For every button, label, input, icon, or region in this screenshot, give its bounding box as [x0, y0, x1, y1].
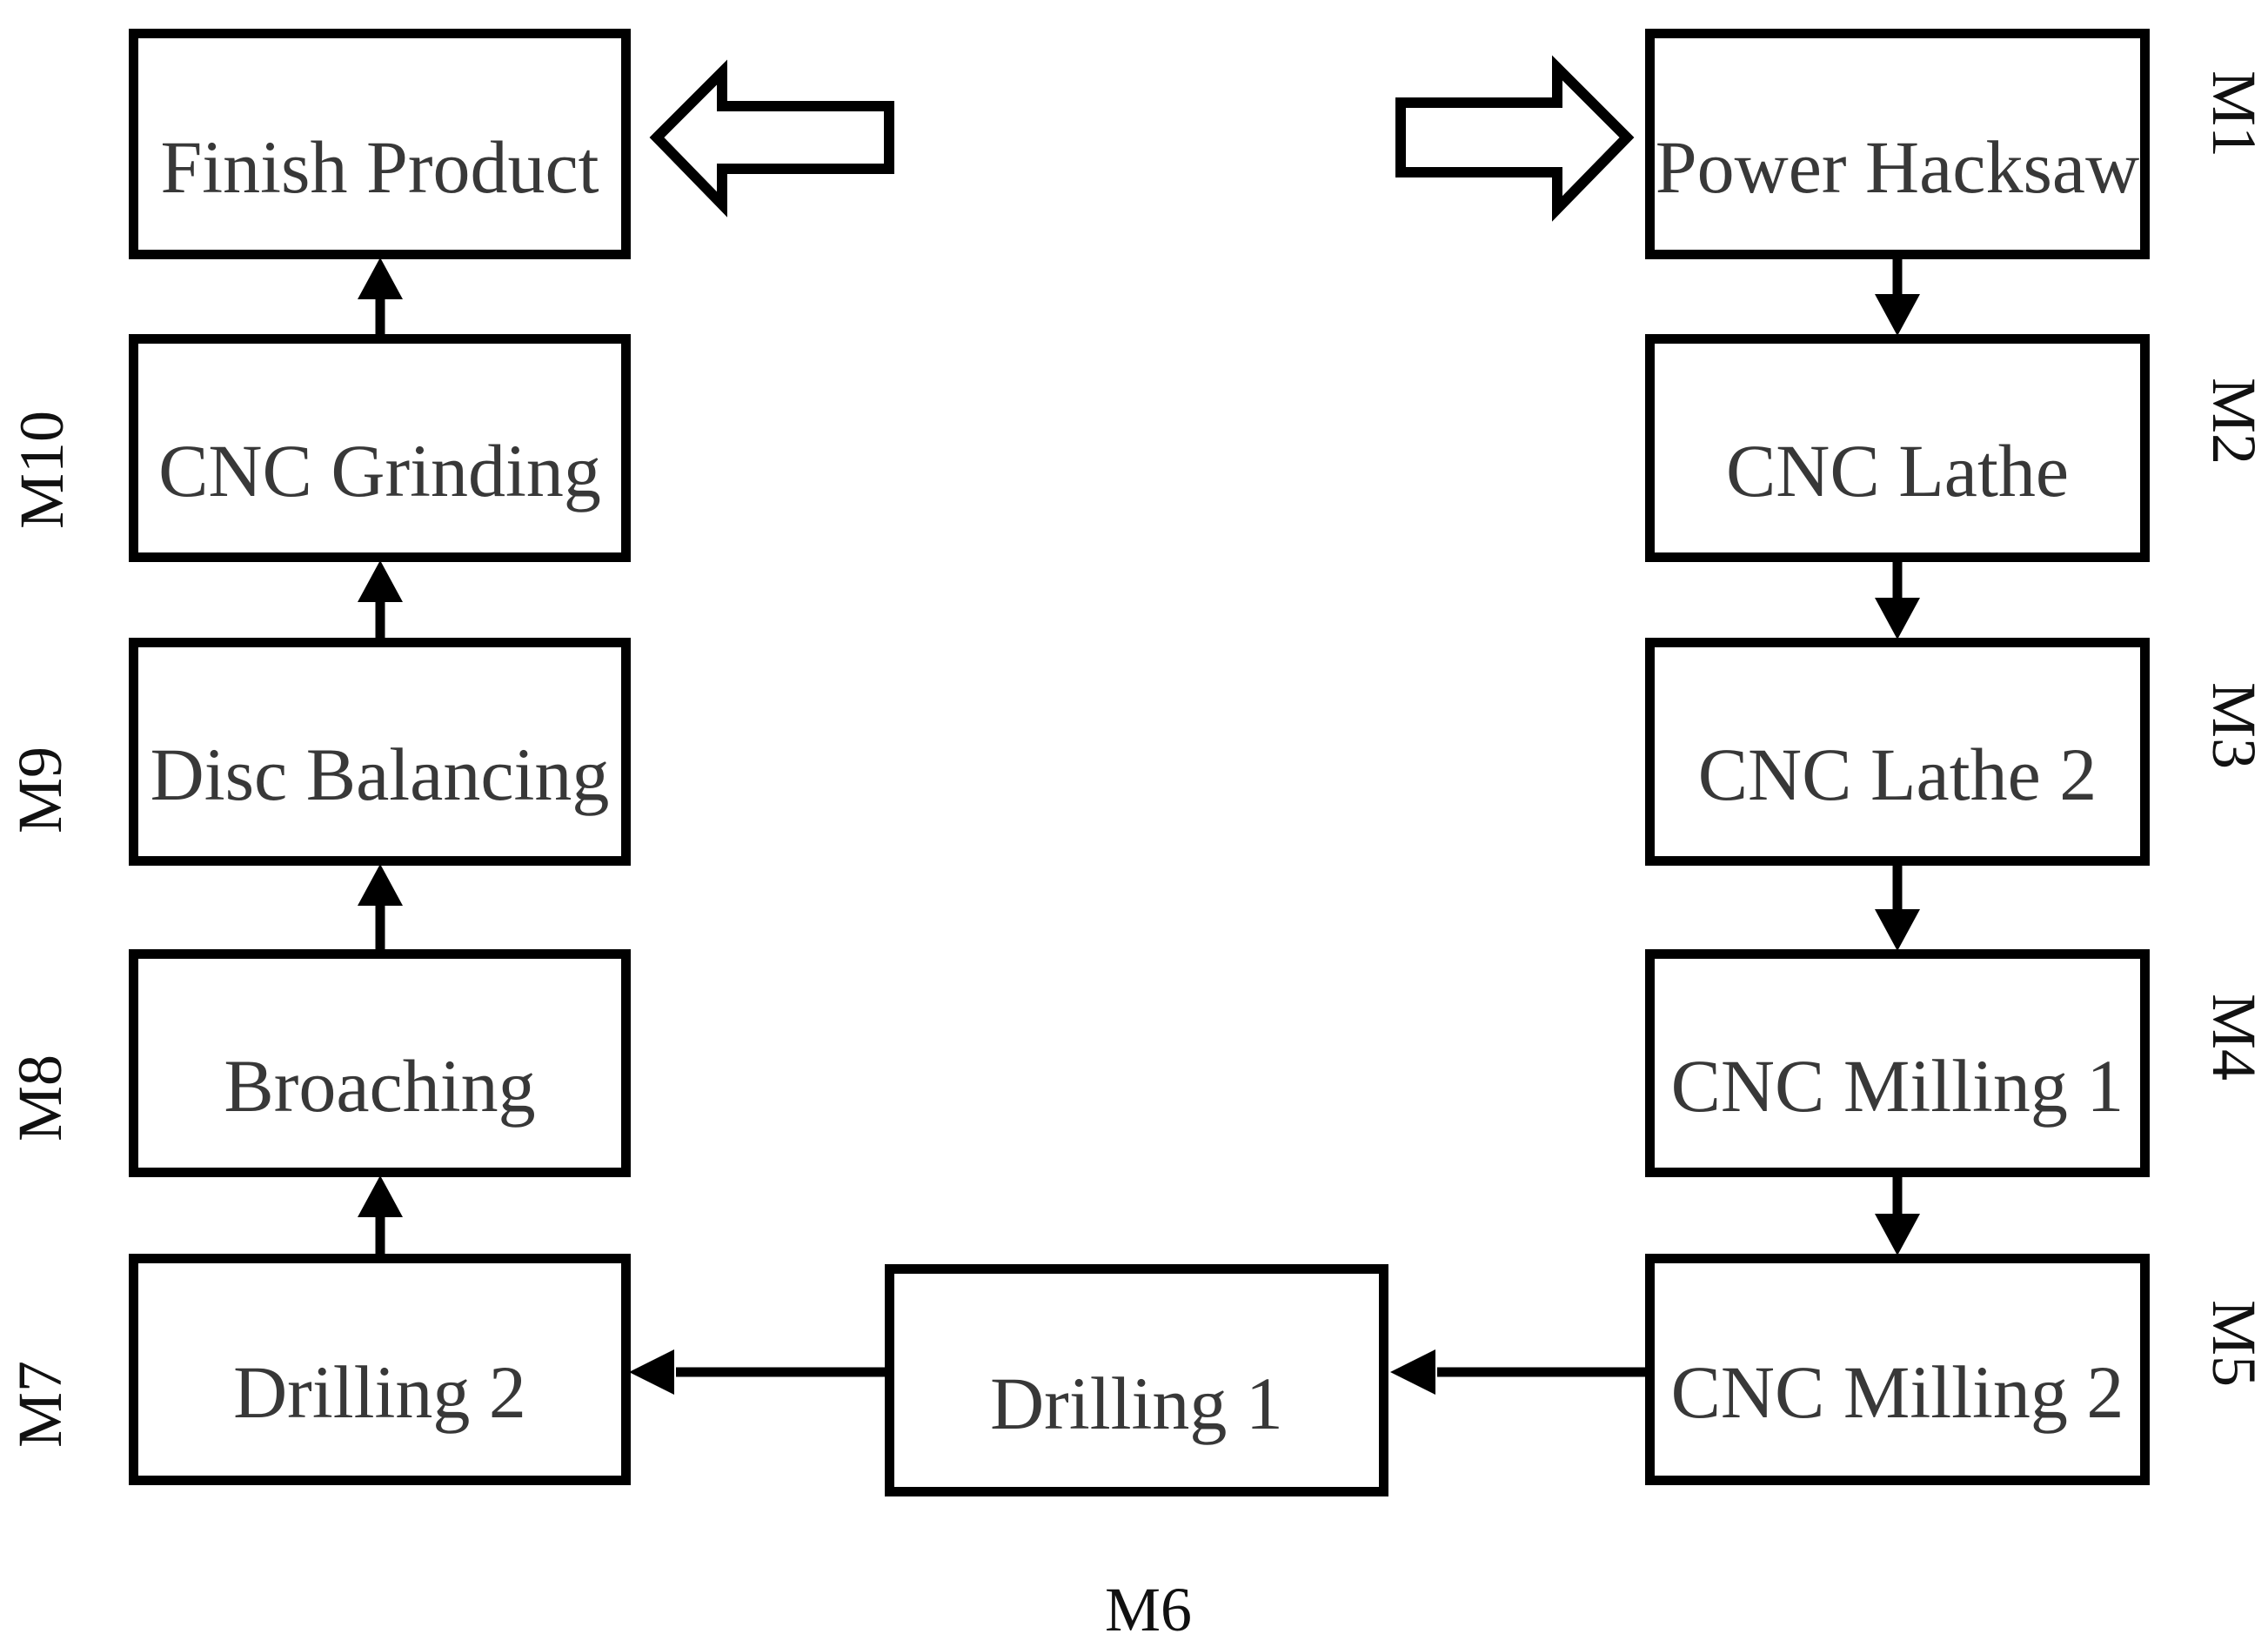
arrow-broaching-to-disc-balancing	[358, 864, 403, 952]
process-box-power-hacksaw: Power Hacksaw	[1645, 29, 2150, 259]
box-label-cnc-milling-1: CNC Milling 1	[1670, 1044, 2124, 1128]
machine-label-m10: M10	[7, 410, 77, 530]
box-label-cnc-grinding: CNC Grinding	[158, 429, 601, 512]
box-label-drilling-1: Drilling 1	[990, 1361, 1283, 1445]
machine-label-m6: M6	[1104, 1575, 1193, 1644]
arrow-cnc-lathe-to-cnc-lathe-2	[1875, 560, 1920, 639]
arrow-power-hacksaw-to-cnc-lathe	[1875, 258, 1920, 336]
box-label-drilling-2: Drilling 2	[233, 1350, 526, 1434]
box-label-cnc-lathe-2: CNC Lathe 2	[1697, 733, 2097, 816]
box-label-finish-product: Finish Product	[160, 124, 599, 209]
machine-label-m9: M9	[5, 746, 75, 834]
box-label-disc-balancing: Disc Balancing	[150, 733, 610, 816]
machine-label-m2: M2	[2199, 377, 2268, 465]
process-box-broaching: Broaching	[129, 949, 631, 1177]
input-block-arrow-right-icon	[1395, 55, 1635, 222]
arrow-cnc-milling-2-to-drilling-1	[1390, 1349, 1647, 1395]
box-label-cnc-lathe: CNC Lathe	[1725, 429, 2070, 512]
process-box-disc-balancing: Disc Balancing	[129, 638, 631, 866]
output-block-arrow-left-icon	[649, 59, 894, 218]
arrow-cnc-milling-1-to-cnc-milling-2	[1875, 1175, 1920, 1255]
arrow-disc-balancing-to-cnc-grinding	[358, 560, 403, 640]
box-label-broaching: Broaching	[224, 1044, 536, 1128]
machine-label-m5: M5	[2199, 1299, 2268, 1388]
arrow-drilling-2-to-broaching	[358, 1175, 403, 1256]
arrow-cnc-lathe-2-to-cnc-milling-1	[1875, 864, 1920, 951]
box-label-cnc-milling-2: CNC Milling 2	[1670, 1350, 2124, 1434]
arrow-cnc-grinding-to-finish-product	[358, 258, 403, 337]
machine-label-m7: M7	[5, 1360, 75, 1449]
process-box-cnc-lathe: CNC Lathe	[1645, 334, 2150, 562]
process-box-cnc-milling-2: CNC Milling 2	[1645, 1254, 2150, 1485]
machine-label-m1: M1	[2199, 70, 2268, 158]
box-label-power-hacksaw: Power Hacksaw	[1655, 124, 2140, 209]
process-box-drilling-1: Drilling 1	[885, 1264, 1388, 1496]
process-box-cnc-milling-1: CNC Milling 1	[1645, 949, 2150, 1177]
process-box-finish-product: Finish Product	[129, 29, 631, 259]
machine-label-m8: M8	[5, 1054, 75, 1142]
process-box-cnc-lathe-2: CNC Lathe 2	[1645, 638, 2150, 866]
process-box-cnc-grinding: CNC Grinding	[129, 334, 631, 562]
arrow-drilling-1-to-drilling-2	[629, 1349, 886, 1395]
process-box-drilling-2: Drilling 2	[129, 1254, 631, 1485]
machine-label-m3: M3	[2199, 681, 2268, 770]
machine-label-m4: M4	[2199, 993, 2268, 1081]
